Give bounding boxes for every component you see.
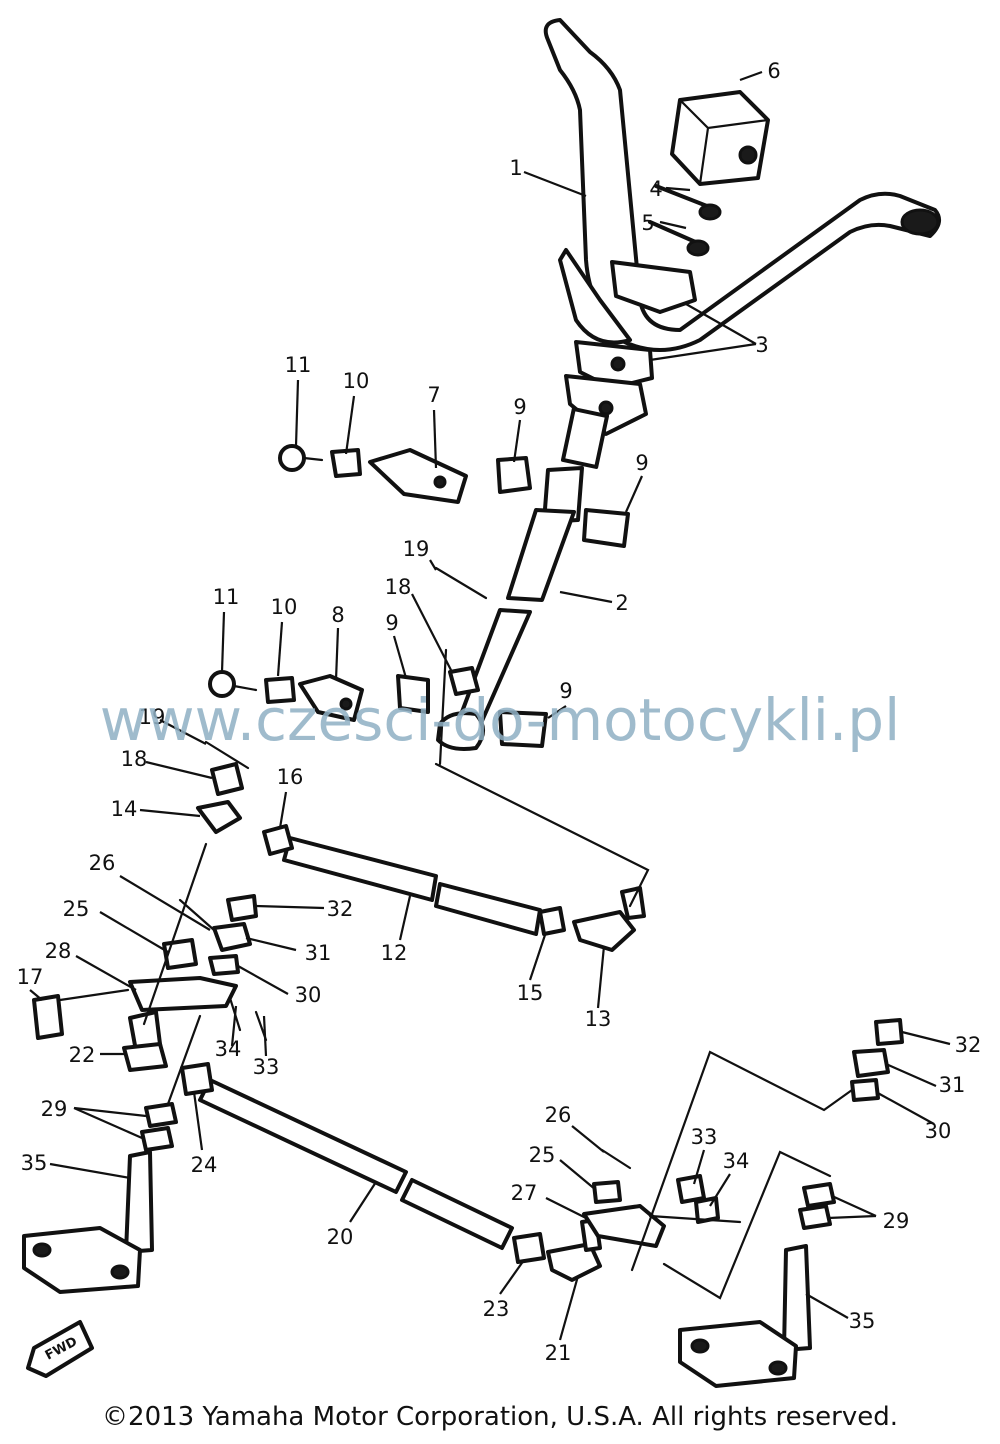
callout-10a: 10 [343, 369, 370, 393]
tie-rod-upper [196, 800, 646, 952]
callout-7: 7 [427, 383, 440, 407]
fwd-arrow-icon: FWD [26, 1320, 94, 1378]
callout-20: 20 [327, 1225, 354, 1249]
callout-24: 24 [191, 1153, 218, 1177]
callout-9b: 9 [635, 451, 648, 475]
callout-17: 17 [17, 965, 44, 989]
callout-26a: 26 [89, 851, 116, 875]
callout-11a: 11 [285, 353, 312, 377]
callout-30a: 30 [295, 983, 322, 1007]
callout-34a: 34 [215, 1037, 242, 1061]
column-collars-upper [396, 456, 630, 748]
assembly-guides [142, 648, 854, 1300]
callout-29a: 29 [41, 1097, 68, 1121]
linkage-right [582, 1018, 904, 1248]
callout-23: 23 [483, 1297, 510, 1321]
callout-31b: 31 [939, 1073, 966, 1097]
callout-9c: 9 [385, 611, 398, 635]
callout-13: 13 [585, 1007, 612, 1031]
callout-6: 6 [767, 59, 780, 83]
callout-12: 12 [381, 941, 408, 965]
handlebar-holders [564, 260, 697, 436]
callout-32b: 32 [955, 1033, 982, 1057]
callout-2: 2 [615, 591, 628, 615]
callout-19a: 19 [139, 705, 166, 729]
callout-31a: 31 [305, 941, 332, 965]
copyright-notice: ©2013 Yamaha Motor Corporation, U.S.A. A… [102, 1402, 898, 1432]
callout-26b: 26 [545, 1103, 572, 1127]
callout-5: 5 [641, 211, 654, 235]
callout-9d: 9 [559, 679, 572, 703]
callout-28: 28 [45, 939, 72, 963]
callout-25a: 25 [63, 897, 90, 921]
callout-10b: 10 [271, 595, 298, 619]
fasteners-upper [204, 444, 488, 796]
tie-rod-lower [180, 1062, 602, 1282]
callout-15: 15 [517, 981, 544, 1005]
callout-27: 27 [511, 1181, 538, 1205]
callout-3: 3 [755, 333, 768, 357]
callout-35a: 35 [21, 1151, 48, 1175]
callout-21: 21 [545, 1341, 572, 1365]
steering-column [436, 407, 610, 751]
callout-22: 22 [69, 1043, 96, 1067]
watermark-text: www.czesci-do-motocykli.pl [100, 686, 901, 754]
callout-9a: 9 [513, 395, 526, 419]
column-clamps [298, 448, 468, 722]
handlebar-bolts [648, 184, 722, 257]
callout-8: 8 [331, 603, 344, 627]
callout-16: 16 [277, 765, 304, 789]
callout-14a: 14 [111, 797, 138, 821]
callout-1: 1 [509, 156, 522, 180]
callout-18a: 18 [121, 747, 148, 771]
callout-29b: 29 [883, 1209, 910, 1233]
callout-33b: 33 [691, 1125, 718, 1149]
callout-33a: 33 [253, 1055, 280, 1079]
callout-18b: 18 [385, 575, 412, 599]
callout-19b: 19 [403, 537, 430, 561]
callout-leaders [29, 70, 951, 1341]
callout-11b: 11 [213, 585, 240, 609]
callout-32a: 32 [327, 897, 354, 921]
callout-labels: 1 2 3 4 5 6 7 8 9 9 9 9 10 10 11 11 12 1… [17, 59, 982, 1365]
steering-knuckle-left [22, 1150, 154, 1294]
handlebar-pad [670, 90, 770, 186]
callout-4: 4 [649, 177, 662, 201]
handlebar [543, 18, 941, 352]
callout-30b: 30 [925, 1119, 952, 1143]
callout-34b: 34 [723, 1149, 750, 1173]
callout-25b: 25 [529, 1143, 556, 1167]
steering-knuckle-right [678, 1244, 812, 1388]
callout-35b: 35 [849, 1309, 876, 1333]
